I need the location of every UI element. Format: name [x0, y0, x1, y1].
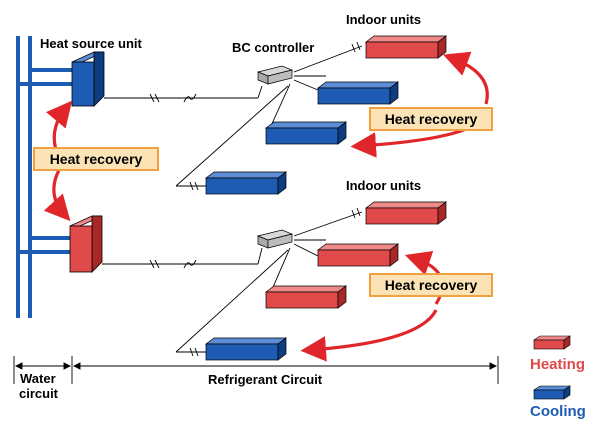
water-pipes: [16, 36, 74, 318]
bc-controller-label: BC controller: [232, 40, 314, 55]
refrigerant-circuit-label: Refrigerant Circuit: [208, 372, 323, 387]
legend-cooling-swatch: [533, 385, 571, 400]
refrigerant-lines-top: [104, 41, 363, 191]
indoor-unit-bottom-1-heating: [364, 201, 448, 225]
indoor-unit-top-1-heating: [364, 35, 448, 59]
legend: Heating Cooling: [530, 335, 586, 420]
heat-recovery-label-top: Heat recovery: [369, 107, 493, 131]
bc-controller-bottom: [256, 229, 294, 249]
water-circuit-label-line1: Water: [20, 371, 56, 386]
indoor-unit-top-4-cooling: [204, 171, 288, 195]
arrow-top-to-indoor: [443, 51, 489, 105]
indoor-unit-top-3-cooling: [264, 121, 348, 145]
indoor-unit-bottom-3-heating: [264, 285, 348, 309]
arrow-bottom-to-cooling: [300, 309, 438, 362]
indoor-units-top-label: Indoor units: [346, 12, 421, 27]
circuit-dimension-lines: [13, 356, 499, 384]
heat-recovery-bottom-text: Heat recovery: [385, 277, 478, 293]
arrow-left-down: [43, 167, 71, 222]
heat-source-unit-heating: [69, 215, 103, 273]
bc-controller-top: [256, 65, 294, 85]
indoor-unit-bottom-2-heating: [316, 243, 400, 267]
heat-source-unit-cooling: [71, 51, 105, 107]
indoor-unit-bottom-4-cooling: [204, 337, 288, 361]
refrigerant-lines-bottom: [102, 207, 363, 357]
heat-recovery-label-bottom: Heat recovery: [369, 273, 493, 297]
legend-cooling-label: Cooling: [530, 403, 586, 420]
heat-recovery-top-text: Heat recovery: [385, 111, 478, 127]
legend-heating-swatch: [533, 335, 571, 350]
heat-recovery-left-text: Heat recovery: [50, 151, 143, 167]
water-circuit-label-line2: circuit: [19, 386, 59, 401]
heat-recovery-label-left: Heat recovery: [33, 147, 159, 171]
indoor-units-bottom-label: Indoor units: [346, 178, 421, 193]
heat-source-unit-label: Heat source unit: [40, 36, 143, 51]
legend-heating-label: Heating: [530, 356, 585, 373]
indoor-unit-top-2-cooling: [316, 81, 400, 105]
